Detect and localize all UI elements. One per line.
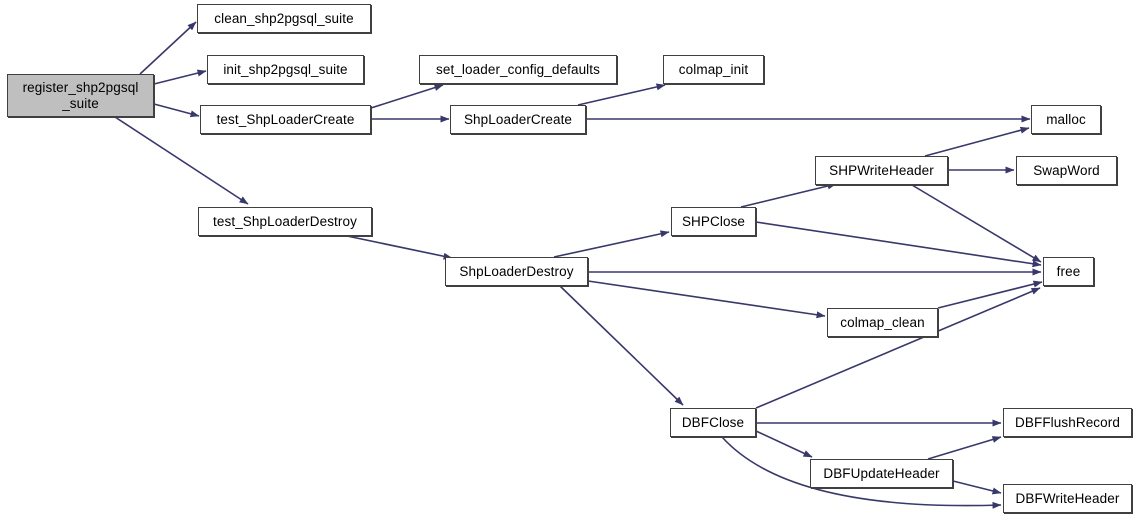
node-dbfclose[interactable]: DBFClose bbox=[670, 408, 756, 437]
node-label: DBFWriteHeader bbox=[1015, 490, 1120, 506]
edge-dbfclose-to-dbfupdateheader bbox=[755, 430, 813, 458]
node-test-shploaderdestroy[interactable]: test_ShpLoaderDestroy bbox=[198, 207, 372, 236]
node-label: SHPClose bbox=[681, 213, 746, 229]
node-label: SwapWord bbox=[1033, 162, 1100, 178]
node-label: colmap_init bbox=[678, 61, 749, 77]
node-init-shp2pgsql-suite[interactable]: init_shp2pgsql_suite bbox=[207, 55, 364, 84]
node-dbfupdateheader[interactable]: DBFUpdateHeader bbox=[810, 459, 953, 488]
node-shpwriteheader[interactable]: SHPWriteHeader bbox=[815, 156, 948, 185]
edge-shploaderdestroy-to-shpclose bbox=[553, 230, 670, 258]
node-shploaderdestroy[interactable]: ShpLoaderDestroy bbox=[445, 257, 588, 286]
node-shploadercreate[interactable]: ShpLoaderCreate bbox=[450, 105, 586, 134]
node-label: DBFClose bbox=[681, 414, 745, 430]
node-label: SHPWriteHeader bbox=[829, 162, 934, 178]
node-malloc[interactable]: malloc bbox=[1031, 105, 1101, 134]
node-label: DBFUpdateHeader bbox=[823, 465, 940, 481]
node-register-shp2pgsql-suite[interactable]: register_shp2pgsql _suite bbox=[7, 74, 154, 117]
edges bbox=[114, 21, 1043, 509]
edge-shpwriteheader-to-malloc bbox=[924, 126, 1030, 157]
edge-shploadercreate-to-colmap-init bbox=[577, 83, 666, 106]
edge-shploaderdestroy-to-dbfclose bbox=[559, 285, 684, 406]
node-test-shploadercreate[interactable]: test_ShpLoaderCreate bbox=[200, 105, 371, 134]
edge-test-create-to-set-defaults bbox=[370, 84, 444, 109]
edge-dbfupdateheader-to-dbfwriteheader bbox=[952, 480, 1002, 495]
edge-register-to-test-create bbox=[153, 103, 200, 118]
edge-register-to-init bbox=[153, 69, 207, 85]
edge-shpclose-to-free bbox=[755, 221, 1042, 268]
edge-colmap-clean-to-free bbox=[937, 280, 1043, 309]
node-colmap-init[interactable]: colmap_init bbox=[663, 55, 764, 84]
node-dbfflushrecord[interactable]: DBFFlushRecord bbox=[1003, 408, 1132, 437]
node-label: colmap_clean bbox=[840, 314, 925, 330]
node-set-loader-config-defaults[interactable]: set_loader_config_defaults bbox=[419, 55, 617, 84]
node-label: ShpLoaderCreate bbox=[463, 111, 573, 127]
node-label: set_loader_config_defaults bbox=[436, 61, 600, 77]
edge-shpwriteheader-to-free bbox=[911, 184, 1042, 263]
node-label: clean_shp2pgsql_suite bbox=[214, 10, 354, 26]
edge-register-to-clean bbox=[139, 21, 197, 75]
node-label: free bbox=[1056, 263, 1081, 279]
edge-test-destroy-to-shploaderdestroy bbox=[346, 235, 453, 260]
node-dbfwriteheader[interactable]: DBFWriteHeader bbox=[1003, 484, 1132, 513]
node-label: test_ShpLoaderDestroy bbox=[213, 213, 357, 229]
edge-shpclose-to-shpwriteheader bbox=[740, 182, 837, 208]
node-label: DBFFlushRecord bbox=[1015, 414, 1120, 430]
edge-dbfclose-to-dbfwriteheader bbox=[721, 436, 1002, 509]
node-label: register_shp2pgsql _suite bbox=[22, 80, 139, 111]
node-label: malloc bbox=[1046, 111, 1086, 127]
edge-dbfupdateheader-to-dbfflushrecord bbox=[927, 436, 1002, 460]
node-free[interactable]: free bbox=[1043, 257, 1094, 286]
node-label: ShpLoaderDestroy bbox=[459, 263, 574, 279]
edge-register-to-test-destroy bbox=[114, 116, 249, 205]
node-clean-shp2pgsql-suite[interactable]: clean_shp2pgsql_suite bbox=[197, 4, 371, 33]
edge-shploaderdestroy-to-colmap-clean bbox=[587, 280, 826, 319]
node-colmap-clean[interactable]: colmap_clean bbox=[827, 308, 938, 337]
edge-dbfclose-to-free bbox=[755, 287, 1041, 409]
node-label: test_ShpLoaderCreate bbox=[216, 111, 355, 127]
node-label: init_shp2pgsql_suite bbox=[223, 61, 348, 77]
node-swapword[interactable]: SwapWord bbox=[1016, 156, 1117, 185]
node-shpclose[interactable]: SHPClose bbox=[671, 207, 756, 236]
